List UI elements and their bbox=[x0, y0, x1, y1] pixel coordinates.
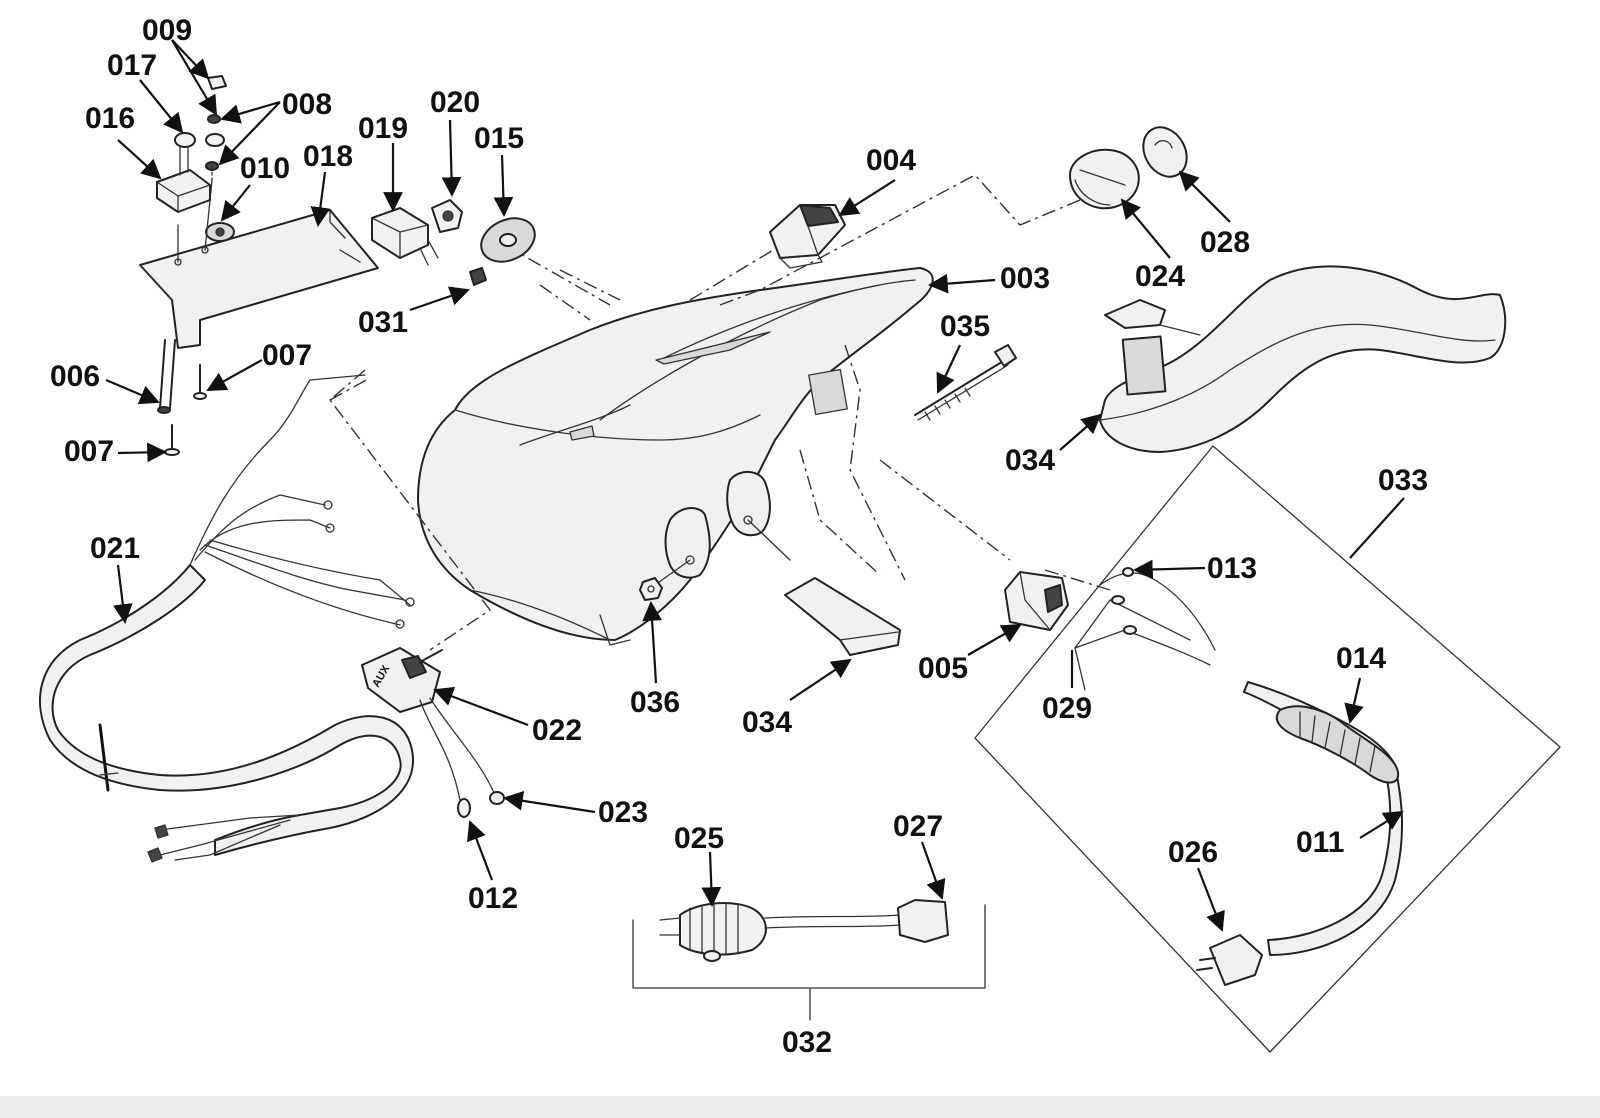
label-005: 005 bbox=[918, 652, 968, 685]
label-006: 006 bbox=[50, 360, 100, 393]
label-035: 035 bbox=[940, 310, 990, 343]
aux-switch-022: AUX bbox=[361, 647, 505, 818]
label-032: 032 bbox=[782, 1026, 832, 1059]
label-025: 025 bbox=[674, 822, 724, 855]
label-010: 010 bbox=[240, 152, 290, 185]
clip-031 bbox=[469, 267, 487, 286]
small-fasteners bbox=[174, 75, 227, 181]
knob-024 bbox=[1069, 148, 1140, 210]
label-034-right: 034 bbox=[1005, 444, 1055, 477]
screw-035 bbox=[914, 344, 1017, 421]
label-027: 027 bbox=[893, 810, 943, 843]
label-014: 014 bbox=[1336, 642, 1386, 675]
label-007-upper: 007 bbox=[262, 339, 312, 372]
component-019 bbox=[371, 207, 439, 266]
label-023: 023 bbox=[598, 796, 648, 829]
component-020 bbox=[431, 199, 463, 233]
label-021: 021 bbox=[90, 532, 140, 565]
label-018: 018 bbox=[303, 140, 353, 173]
label-033: 033 bbox=[1378, 464, 1428, 497]
label-007-lower: 007 bbox=[64, 435, 114, 468]
wire-harness-021 bbox=[39, 374, 415, 863]
label-016: 016 bbox=[85, 102, 135, 135]
label-013: 013 bbox=[1207, 552, 1257, 585]
label-012: 012 bbox=[468, 882, 518, 915]
label-003: 003 bbox=[1000, 262, 1050, 295]
label-034-center: 034 bbox=[742, 706, 792, 739]
screws bbox=[157, 339, 207, 456]
label-036: 036 bbox=[630, 686, 680, 719]
label-024: 024 bbox=[1135, 260, 1185, 293]
label-022: 022 bbox=[532, 714, 582, 747]
label-031: 031 bbox=[358, 306, 408, 339]
nut-036 bbox=[639, 577, 663, 601]
cord-assembly-032 bbox=[632, 899, 986, 1021]
label-015: 015 bbox=[474, 122, 524, 155]
label-019: 019 bbox=[358, 112, 408, 145]
switch-004 bbox=[769, 204, 846, 269]
strap-034-center bbox=[784, 577, 901, 656]
label-026: 026 bbox=[1168, 836, 1218, 869]
mounting-bracket bbox=[139, 179, 379, 349]
washer-015 bbox=[480, 217, 536, 263]
label-029: 029 bbox=[1042, 692, 1092, 725]
strap-034-right bbox=[1099, 265, 1507, 453]
label-009: 009 bbox=[142, 14, 192, 47]
disc-028 bbox=[1142, 126, 1188, 178]
label-004: 004 bbox=[866, 144, 916, 177]
label-008: 008 bbox=[282, 88, 332, 121]
main-housing bbox=[417, 267, 934, 646]
scan-edge-band bbox=[0, 1096, 1600, 1118]
label-028: 028 bbox=[1200, 226, 1250, 259]
leader-lines bbox=[105, 39, 1405, 932]
label-020: 020 bbox=[430, 86, 480, 119]
relay-component bbox=[156, 144, 211, 213]
cord-kit-033 bbox=[974, 445, 1561, 1053]
switch-005 bbox=[1004, 571, 1069, 631]
label-017: 017 bbox=[107, 49, 157, 82]
part-number-labels: 009 017 008 016 010 018 019 020 015 031 … bbox=[50, 14, 1428, 1059]
label-011: 011 bbox=[1296, 826, 1344, 859]
